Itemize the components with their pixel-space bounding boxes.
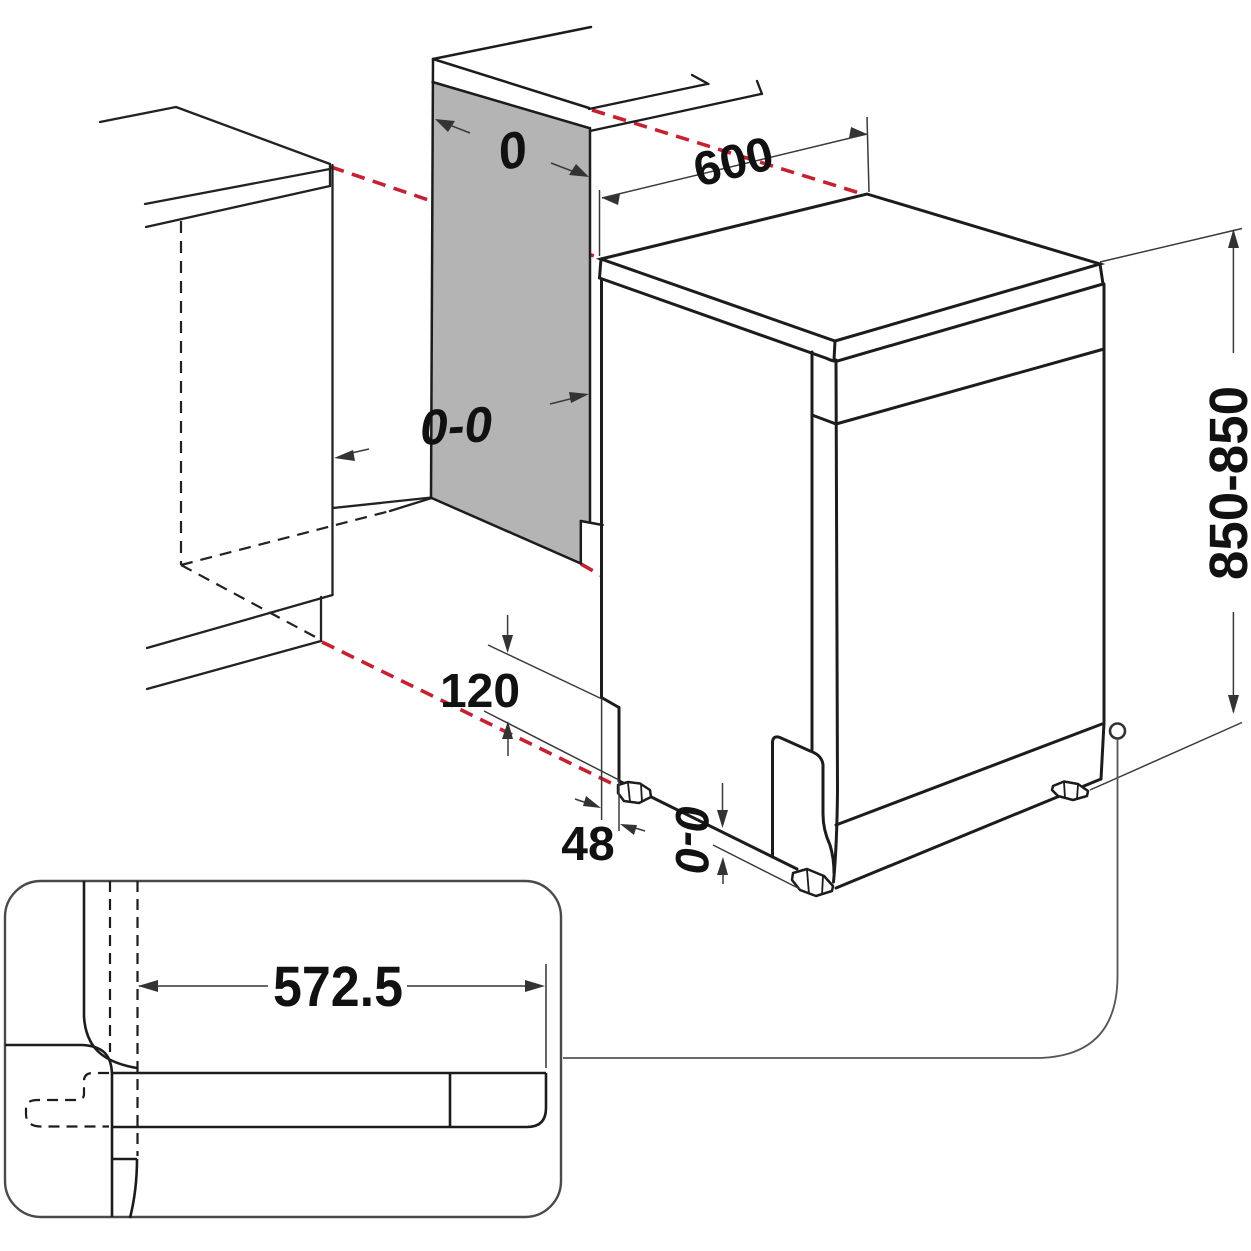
svg-text:850-850: 850-850 [1199,386,1251,580]
svg-text:0-0: 0-0 [419,396,494,456]
svg-text:120: 120 [440,665,520,718]
svg-text:48: 48 [561,818,614,871]
svg-text:0-0: 0-0 [666,805,719,873]
svg-text:572.5: 572.5 [273,955,403,1019]
